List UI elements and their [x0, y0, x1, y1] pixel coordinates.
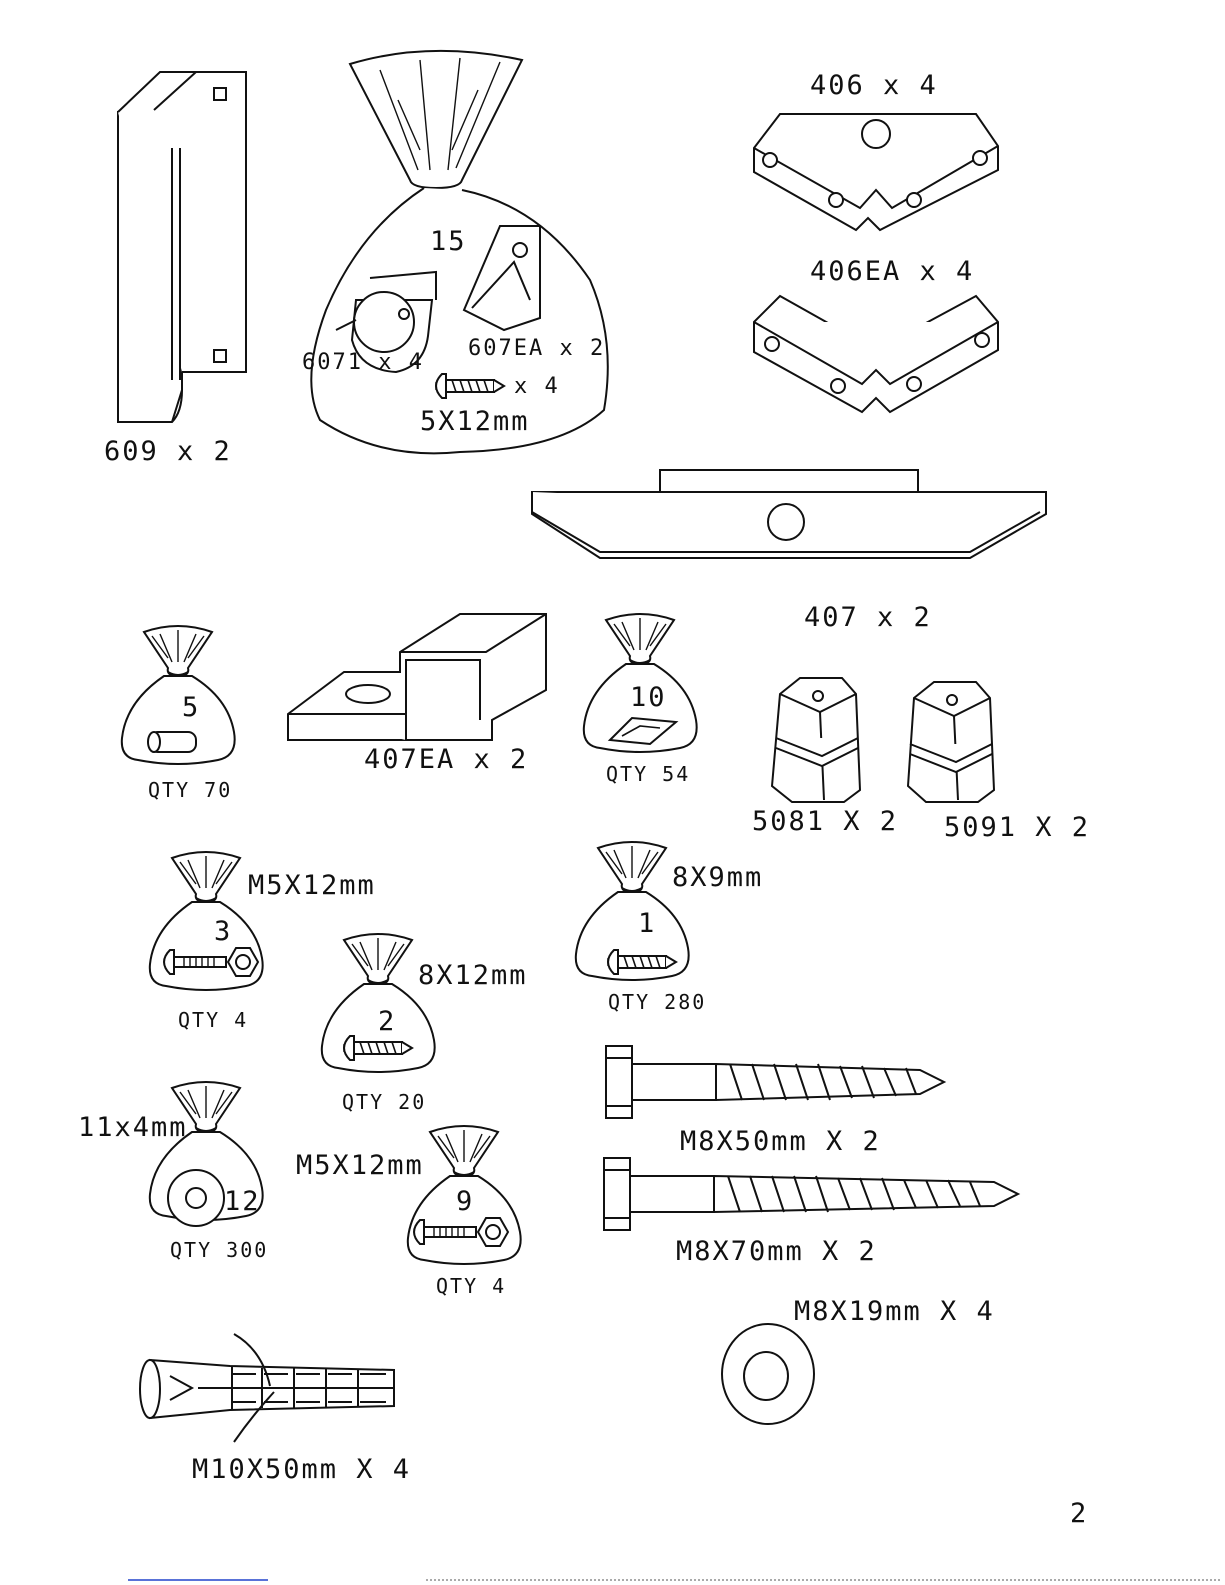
label-609: 609 x 2 [104, 438, 232, 465]
bag-9-number: 9 [456, 1188, 474, 1215]
bag-2-qty: QTY 20 [342, 1092, 426, 1112]
bag-12-size: 11x4mm [78, 1114, 188, 1141]
bag-12-qty: QTY 300 [170, 1240, 268, 1260]
bag-1-qty: QTY 280 [608, 992, 706, 1012]
bag-9-qty: QTY 4 [436, 1276, 506, 1296]
bag-9-size: M5X12mm [296, 1152, 424, 1179]
bag-3-size: M5X12mm [248, 872, 376, 899]
bag-12-number: 12 [224, 1188, 261, 1215]
label-5081: 5081 X 2 [752, 808, 898, 835]
label-washer: M8X19mm X 4 [794, 1298, 995, 1325]
bag-10-qty: QTY 54 [606, 764, 690, 784]
label-wall-anchor: M10X50mm X 4 [192, 1456, 411, 1483]
label-lag-screw-70: M8X70mm X 2 [676, 1238, 877, 1265]
label-407ea: 407EA x 2 [364, 746, 528, 773]
bag-2-number: 2 [378, 1008, 396, 1035]
bag-1-size: 8X9mm [672, 864, 763, 891]
bag-1-number: 1 [638, 910, 656, 937]
bag-5-qty: QTY 70 [148, 780, 232, 800]
bag-5-number: 5 [182, 694, 200, 721]
page-number: 2 [1070, 1500, 1088, 1527]
label-5091: 5091 X 2 [944, 814, 1090, 841]
label-lag-screw-50: M8X50mm X 2 [680, 1128, 881, 1155]
label-screw-size: 5X12mm [420, 408, 530, 435]
bag-3-number: 3 [214, 918, 232, 945]
label-406ea: 406EA x 4 [810, 258, 974, 285]
label-407: 407 x 2 [804, 604, 932, 631]
label-6071: 6071 x 4 [302, 352, 424, 374]
bag-3-qty: QTY 4 [178, 1010, 248, 1030]
label-607ea: 607EA x 2 [468, 338, 605, 360]
label-screw-qty: x 4 [514, 376, 560, 398]
bag-10-number: 10 [630, 684, 667, 711]
label-bag-15: 15 [430, 228, 467, 255]
bag-2-size: 8X12mm [418, 962, 528, 989]
label-406: 406 x 4 [810, 72, 938, 99]
